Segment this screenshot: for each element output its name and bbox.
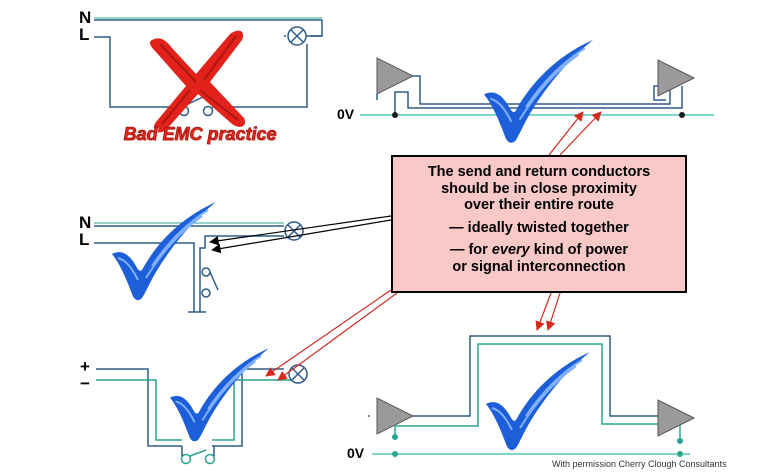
callout-box: The send and return conductors should be… bbox=[391, 155, 687, 293]
live-return bbox=[212, 44, 308, 108]
good-mains-circuit: N L bbox=[79, 201, 304, 313]
pointer-arrow bbox=[265, 289, 392, 377]
ov-top-label: 0V bbox=[337, 106, 355, 122]
amplifier-icon bbox=[657, 59, 696, 97]
cross-mark-icon bbox=[149, 30, 246, 133]
pointer-arrow bbox=[277, 292, 398, 381]
amplifier-icon bbox=[376, 57, 415, 100]
bad-emc-caption: Bad EMC practice bbox=[123, 124, 277, 145]
live-wire bbox=[94, 36, 180, 108]
pointer-arrow bbox=[548, 111, 584, 156]
amplifier-icon bbox=[657, 399, 696, 437]
mid-left-l-label: L bbox=[79, 230, 89, 249]
callout-line-5-emphasis: every bbox=[491, 242, 530, 258]
pointer-arrow bbox=[559, 111, 602, 156]
pointer-arrows bbox=[209, 111, 602, 381]
callout-line-3: over their entire route bbox=[464, 197, 614, 213]
callout-line-5-pre: — for bbox=[449, 242, 492, 258]
switch-icon bbox=[201, 267, 219, 298]
switch-icon bbox=[180, 446, 216, 465]
callout-line-5-post: kind of power bbox=[529, 242, 629, 258]
lamp-icon bbox=[288, 364, 308, 384]
lamp-icon bbox=[287, 26, 307, 46]
dc-plus-label: + bbox=[80, 357, 90, 376]
tick-mark-icon bbox=[482, 38, 595, 144]
pointer-arrow bbox=[209, 215, 392, 246]
bad-practice-circuit: N L bbox=[79, 8, 323, 133]
live-wire-mid bbox=[94, 242, 195, 312]
pointer-arrow bbox=[535, 292, 552, 331]
dc-minus-label: − bbox=[80, 374, 90, 393]
amplifier-link-top: 0V bbox=[337, 38, 714, 144]
dc-return-wire bbox=[96, 379, 182, 441]
amplifier-icon bbox=[376, 397, 415, 435]
good-dc-circuit: + − bbox=[80, 347, 308, 465]
send-wire-bottom bbox=[413, 335, 658, 417]
callout-line-6: or signal interconnection bbox=[452, 258, 626, 275]
top-left-l-label: L bbox=[79, 25, 89, 44]
ov-bottom-label: 0V bbox=[347, 445, 365, 461]
dc-send-wire bbox=[96, 368, 182, 447]
tick-mark-icon bbox=[169, 347, 270, 443]
top-left-n-label: N bbox=[79, 8, 91, 27]
live-return-mid bbox=[199, 235, 284, 312]
pointer-arrow bbox=[211, 219, 392, 254]
callout-line-4: — ideally twisted together bbox=[449, 219, 629, 236]
mid-left-n-label: N bbox=[79, 213, 91, 232]
pointer-arrow bbox=[546, 292, 561, 331]
callout-line-2: should be in close proximity bbox=[441, 180, 637, 197]
callout-line-1: The send and return conductors bbox=[427, 164, 651, 180]
tick-mark-icon bbox=[485, 351, 591, 452]
return-wire-top bbox=[394, 86, 683, 115]
amplifier-link-bottom: 0V bbox=[347, 335, 696, 461]
credit-text: With permission Cherry Clough Consultant… bbox=[552, 459, 727, 469]
send-wire-top bbox=[413, 75, 671, 105]
callout-line-5: — for every kind of power bbox=[393, 242, 685, 259]
